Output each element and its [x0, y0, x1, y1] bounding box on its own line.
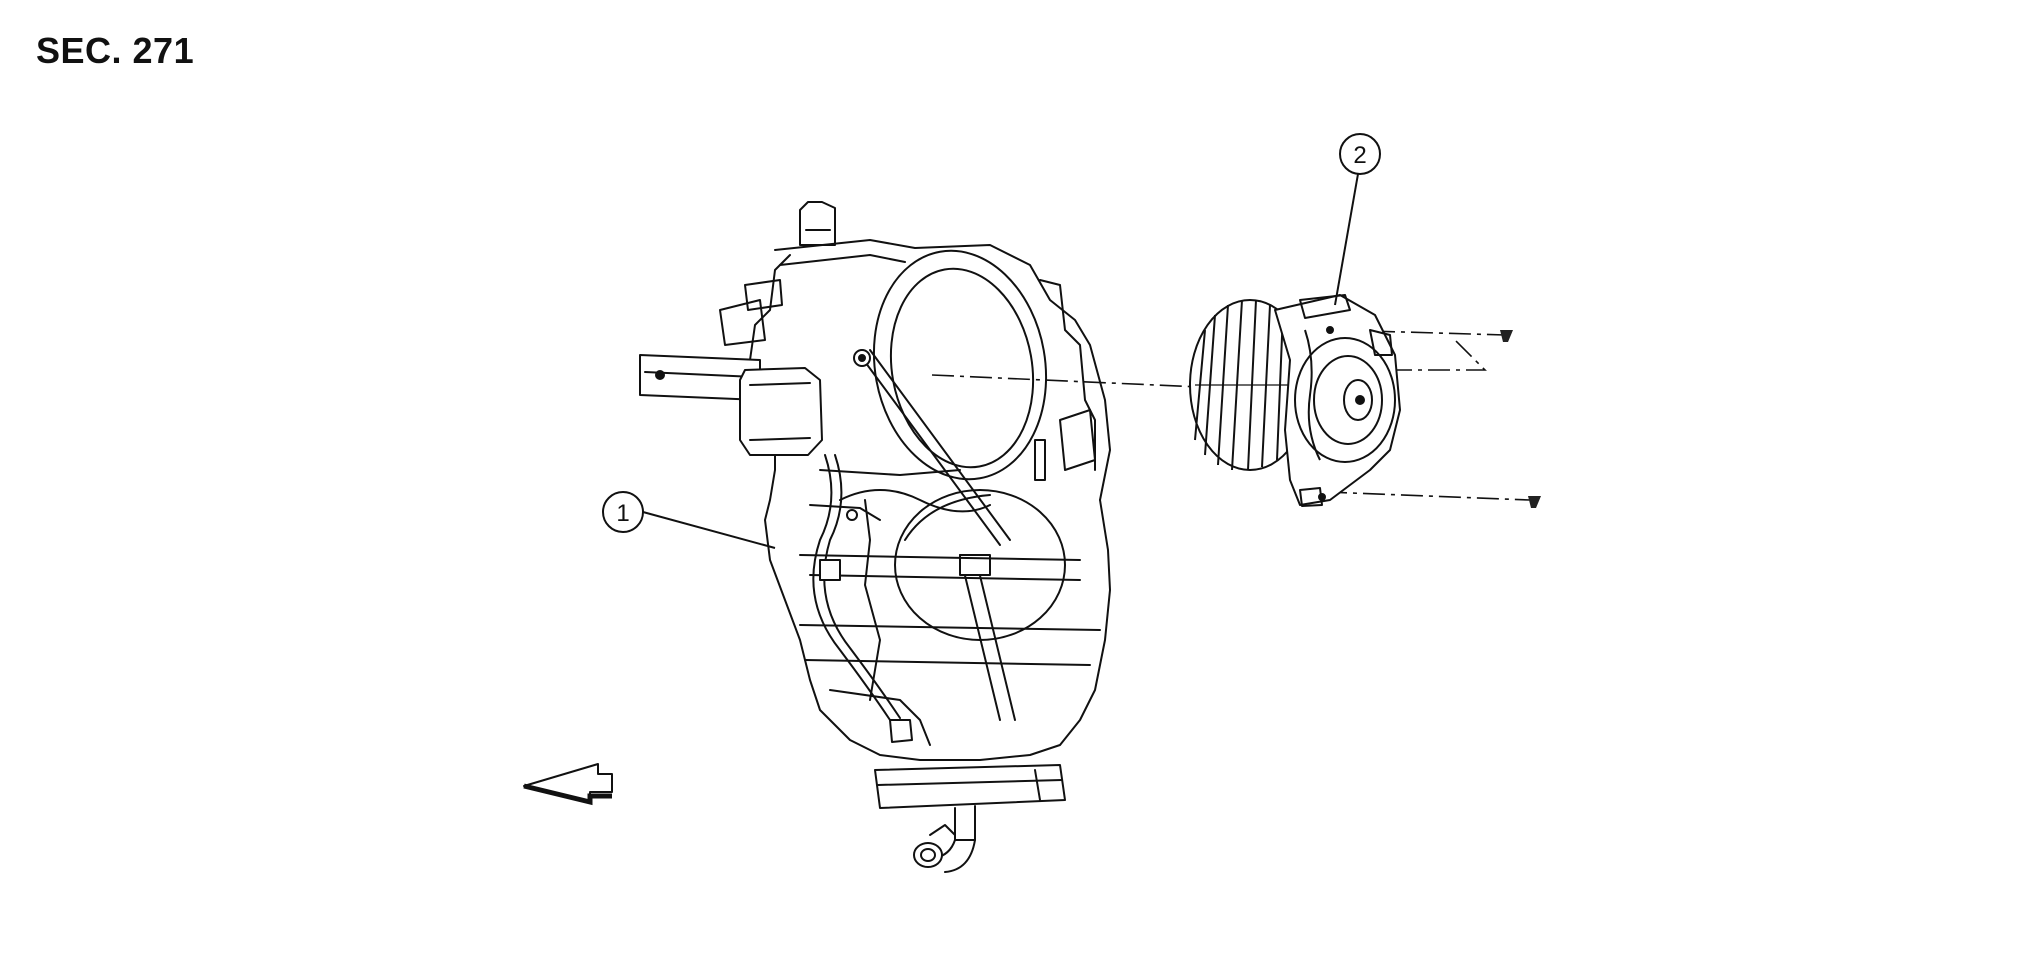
blower-fan-motor [1189, 294, 1401, 507]
callout-1-label: 1 [616, 500, 629, 527]
screw-lower [1528, 496, 1541, 508]
callout-2: 2 [1334, 133, 1381, 306]
callout-1: 1 [602, 491, 776, 549]
section-title: SEC. 271 [36, 30, 195, 71]
front-arrow-icon [523, 763, 613, 806]
blower-unit-case [639, 201, 1111, 873]
callout-2-label: 2 [1353, 142, 1366, 169]
screw-upper [1500, 330, 1513, 342]
